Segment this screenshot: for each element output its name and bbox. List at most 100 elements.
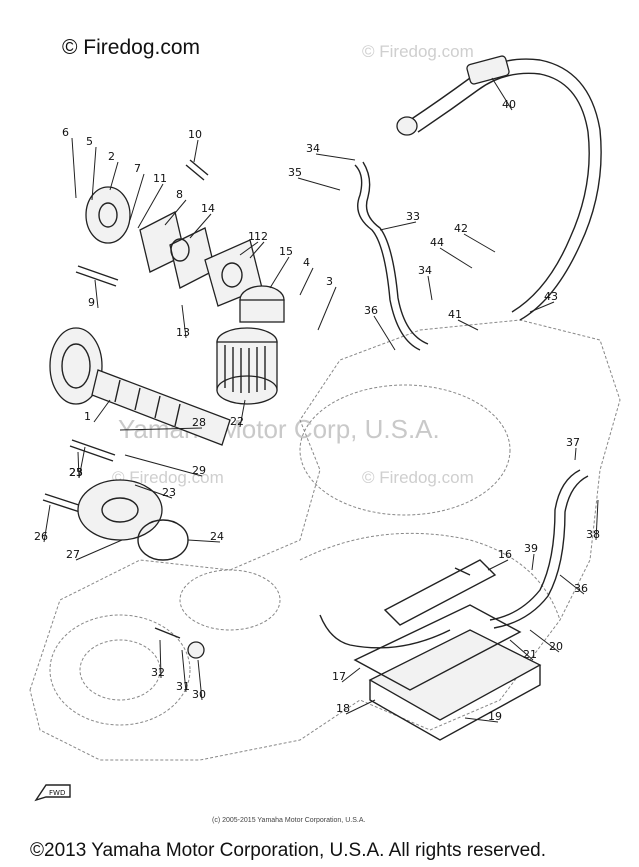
callout-34: 34 — [306, 142, 320, 155]
callout-leader-34 — [315, 153, 356, 161]
callout-44: 44 — [430, 236, 444, 249]
callout-42: 42 — [454, 222, 468, 235]
callout-leader-24 — [187, 539, 221, 543]
bolts — [42, 159, 471, 576]
callout-leader-41 — [457, 319, 479, 331]
callout-leader-43 — [529, 301, 555, 313]
callout-25: 25 — [69, 466, 83, 479]
callout-2: 2 — [108, 150, 115, 163]
callout-leader-26 — [43, 504, 51, 543]
watermark-mid: © Firedog.com — [112, 468, 224, 487]
callout-leader-23 — [134, 484, 173, 499]
callout-leader-39 — [531, 553, 535, 571]
callout-38: 38 — [586, 528, 600, 541]
callout-leader-36 — [373, 315, 396, 351]
callout-36: 36 — [574, 582, 588, 595]
callout-leader-37 — [574, 447, 577, 461]
callout-10: 10 — [188, 128, 202, 141]
callout-leader-1 — [239, 241, 259, 256]
callout-leader-16 — [487, 559, 509, 571]
footer-copyright: ©2013 Yamaha Motor Corporation, U.S.A. A… — [30, 840, 546, 861]
drain-plug-parts — [154, 627, 205, 659]
callout-29: 29 — [192, 464, 206, 477]
callout-23: 23 — [162, 486, 176, 499]
callout-leader-34 — [427, 275, 433, 301]
callout-leader-33 — [379, 221, 417, 231]
callout-leader-5 — [91, 146, 97, 201]
oil-pan-assembly — [353, 559, 542, 741]
strainer-part-15 — [239, 285, 285, 323]
callout-13: 13 — [176, 326, 190, 339]
gear-part-1 — [49, 327, 103, 405]
callout-leader-31 — [181, 649, 187, 693]
oil-hose-part-40 — [396, 55, 602, 321]
crankcase-outline — [29, 319, 621, 761]
callout-leader-27 — [75, 539, 123, 561]
callout-leader-12 — [249, 241, 265, 259]
callout-40: 40 — [502, 98, 516, 111]
callout-5: 5 — [86, 135, 93, 148]
callout-leader-7 — [129, 173, 145, 221]
callout-30: 30 — [192, 688, 206, 701]
callout-leader-35 — [297, 177, 341, 191]
callout-leader-29 — [124, 454, 203, 477]
callout-18: 18 — [336, 702, 350, 715]
callout-leader-38 — [595, 499, 599, 541]
callout-21: 21 — [523, 648, 537, 661]
callout-leader-19 — [464, 717, 499, 723]
callout-leader-10 — [193, 139, 199, 163]
callout-16: 16 — [498, 548, 512, 561]
callouts-group: 1123456789101112131415161718192021222323… — [34, 77, 600, 723]
callout-leader-25 — [77, 451, 80, 479]
callout-leader-1 — [93, 399, 111, 423]
callout-leader-11 — [137, 183, 164, 229]
o-ring-part-24 — [137, 519, 189, 561]
callout-14: 14 — [201, 202, 215, 215]
callout-leader-23 — [78, 446, 86, 479]
callout-leader-18 — [345, 699, 376, 715]
callout-24: 24 — [210, 530, 224, 543]
callout-leader-44 — [439, 247, 473, 269]
callout-34: 34 — [418, 264, 432, 277]
callout-26: 26 — [34, 530, 48, 543]
callout-23: 23 — [69, 466, 83, 479]
small-copyright: (c) 2005-2015 Yamaha Motor Corporation, … — [212, 817, 366, 824]
brand-watermark: © Firedog.com — [62, 36, 201, 59]
callout-leader-28 — [119, 427, 203, 431]
callout-20: 20 — [549, 640, 563, 653]
callout-leader-42 — [463, 233, 496, 253]
callout-27: 27 — [66, 548, 80, 561]
callout-leader-22 — [239, 399, 246, 428]
callout-3: 3 — [326, 275, 333, 288]
callout-37: 37 — [566, 436, 580, 449]
forward-arrow-icon: FWD — [34, 784, 71, 802]
callout-9: 9 — [88, 296, 95, 309]
callout-41: 41 — [448, 308, 462, 321]
callout-8: 8 — [176, 188, 183, 201]
watermark-top-right: © Firedog.com — [362, 42, 474, 61]
callout-leader-30 — [197, 659, 203, 701]
callout-leader-36 — [559, 574, 585, 595]
callout-leader-20 — [529, 629, 560, 653]
callout-43: 43 — [544, 290, 558, 303]
callout-19: 19 — [488, 710, 502, 723]
callout-6: 6 — [62, 126, 69, 139]
cover-part-23 — [77, 479, 163, 541]
callout-leader-21 — [509, 639, 534, 661]
callout-leader-6 — [71, 137, 77, 199]
callout-leader-40 — [491, 77, 513, 111]
callout-36: 36 — [364, 304, 378, 317]
callout-leader-13 — [181, 304, 187, 339]
callout-1: 1 — [84, 410, 91, 423]
callout-4: 4 — [303, 256, 310, 269]
callout-leader-2 — [109, 161, 119, 191]
callout-leader-3 — [317, 286, 337, 331]
callout-17: 17 — [332, 670, 346, 683]
callout-28: 28 — [192, 416, 206, 429]
callout-15: 15 — [279, 245, 293, 258]
callout-leader-9 — [94, 279, 99, 309]
oil-pipe-part-36 — [319, 469, 589, 649]
callout-leader-15 — [269, 256, 290, 289]
